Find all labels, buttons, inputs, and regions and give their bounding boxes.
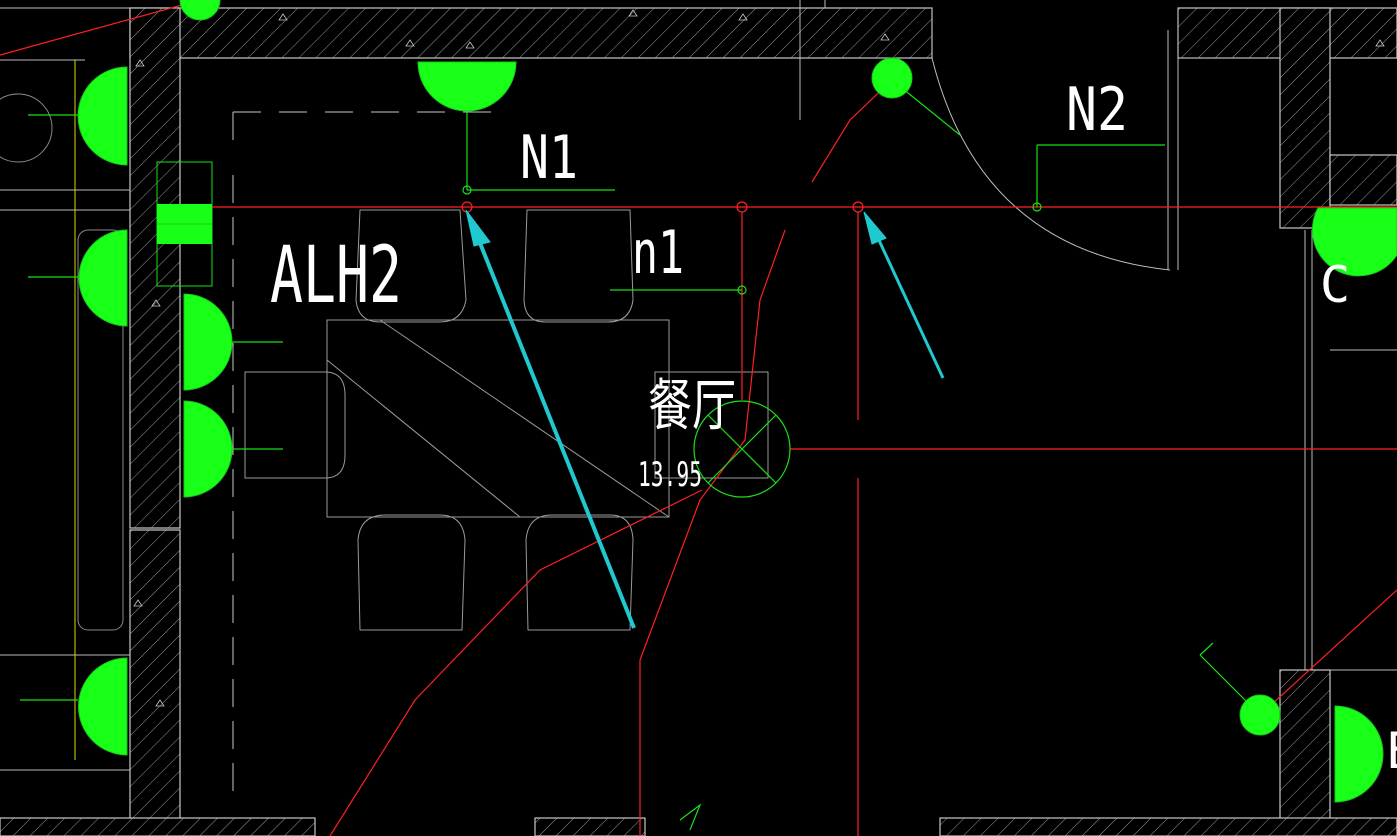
- wall-left-upper: [129, 7, 181, 529]
- arrow-to-right-box: [863, 211, 887, 245]
- wall-left-lower: [129, 529, 181, 821]
- wall-right-stub: [1329, 154, 1397, 206]
- edge-label-e: E: [1386, 722, 1397, 780]
- annotation-arrows: [465, 209, 945, 629]
- circuit-n1-label: N1: [520, 123, 578, 193]
- edge-label-c: C: [1320, 256, 1350, 314]
- socket-left-1[interactable]: [77, 66, 128, 166]
- lamp-top-left[interactable]: [179, 0, 221, 21]
- chair-bottom-left: [357, 514, 466, 631]
- chair-left: [244, 371, 346, 479]
- junction-box-mid[interactable]: [736, 201, 748, 213]
- wall-bottom-right: [939, 817, 1397, 836]
- socket-right-top[interactable]: [1311, 207, 1397, 277]
- wall-top: [129, 7, 933, 59]
- wall-right-pillar: [1279, 7, 1331, 229]
- socket-wall-1[interactable]: [183, 293, 233, 391]
- devices: [20, 0, 1397, 831]
- dining-table: [326, 319, 670, 518]
- socket-left-3[interactable]: [78, 657, 128, 756]
- labels: N1 N2 n1 ALH2 餐厅 13.95 C E: [270, 75, 1397, 780]
- chair-top-left: [355, 209, 467, 323]
- junction-box-right[interactable]: [852, 201, 864, 213]
- walls: [0, 7, 1397, 836]
- chair-top-right: [523, 209, 634, 323]
- node-n1-lower[interactable]: [737, 285, 747, 295]
- chair-bottom-right: [525, 514, 634, 631]
- arrow-to-n1-box: [465, 209, 491, 247]
- chair-right: [654, 371, 769, 479]
- room-name-label: 餐厅: [648, 374, 736, 439]
- ceiling-light-fixture[interactable]: [693, 400, 791, 498]
- socket-wall-2[interactable]: [183, 400, 233, 498]
- node-n1[interactable]: [462, 185, 472, 195]
- wall-bottom-mid: [534, 817, 646, 836]
- wall-bottom-left: [0, 817, 316, 836]
- panel-id-label: ALH2: [270, 231, 402, 321]
- circuit-n2-label: N2: [1066, 75, 1128, 145]
- node-n2[interactable]: [1032, 202, 1042, 212]
- wall-right-lower: [1279, 669, 1331, 821]
- socket-left-2[interactable]: [78, 229, 128, 327]
- circuit-n1-lower-label: n1: [632, 218, 684, 288]
- lamp-bottom-right[interactable]: [1239, 694, 1281, 736]
- socket-top[interactable]: [417, 61, 517, 112]
- dining-furniture: [244, 209, 769, 631]
- socket-right-bottom[interactable]: [1334, 705, 1384, 803]
- lamp-n2[interactable]: [871, 57, 913, 99]
- room-area-label: 13.95: [638, 455, 702, 495]
